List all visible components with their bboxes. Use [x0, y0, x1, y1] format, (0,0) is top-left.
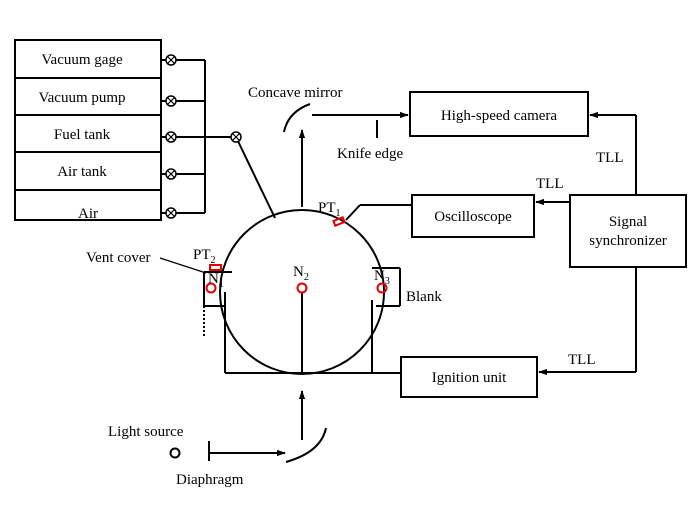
pt1-signal-wire [345, 204, 361, 221]
tll-ignition-label: TLL [568, 352, 596, 368]
light-source-label: Light source [108, 424, 184, 440]
n2-label: N2 [293, 264, 309, 283]
concave-mirror-top-icon [283, 103, 311, 133]
signal-synchronizer-label-line2: synchronizer [589, 233, 666, 249]
pt1-label: PT1 [318, 200, 341, 219]
vent-cover-label: Vent cover [86, 250, 151, 266]
ignition-unit-label: Ignition unit [432, 370, 507, 386]
pressure-transducer-pt1-marker [332, 216, 346, 227]
oscilloscope-label: Oscilloscope [434, 209, 512, 225]
fuel-tank-box: Fuel tank [54, 127, 111, 143]
n3-label: N3 [374, 268, 390, 287]
signal-synchronizer-label-line1: Signal [609, 214, 647, 230]
valve-icon[interactable] [165, 131, 177, 143]
pressure-transducer-pt2-marker [209, 264, 222, 271]
valve-icon[interactable] [165, 95, 177, 107]
signal-synchronizer-box [569, 194, 687, 268]
n1-label: N1 [208, 271, 224, 290]
optical-path: Concave mirror Knife edge Light source D… [108, 85, 409, 488]
valve-icon[interactable] [165, 168, 177, 180]
air-label: Air [78, 206, 98, 222]
instrumentation: High-speed camera Oscilloscope Signal sy… [345, 91, 687, 398]
concave-mirror-bottom-icon [285, 427, 327, 463]
ignition-point-n3-marker [376, 282, 388, 294]
valve-icon[interactable] [230, 131, 242, 143]
valve-icon[interactable] [165, 207, 177, 219]
vessel-inlet-pipe [235, 136, 276, 219]
light-source-icon [169, 447, 181, 459]
vacuum-gage-box: Vacuum gage [41, 52, 123, 68]
sensors: PT1 PT2 N1 N2 N3 [193, 200, 390, 294]
air-tank-box: Air tank [57, 164, 107, 180]
pt2-label: PT2 [193, 247, 216, 266]
knife-edge-label: Knife edge [337, 146, 404, 162]
diaphragm-label: Diaphragm [176, 472, 244, 488]
high-speed-camera-box [409, 91, 589, 137]
vent-cover-leader [159, 257, 207, 274]
high-speed-camera-label: High-speed camera [441, 108, 558, 124]
blank-label: Blank [406, 289, 442, 305]
ignition-point-n1-marker [205, 282, 217, 294]
ignition-unit-box [400, 356, 538, 398]
vacuum-pump-box: Vacuum pump [38, 90, 125, 106]
ignition-point-n2-marker [296, 282, 308, 294]
oscilloscope-box [411, 194, 535, 238]
concave-mirror-label: Concave mirror [248, 85, 343, 101]
valve-icon[interactable] [165, 54, 177, 66]
gas-supply-group: Vacuum gage Vacuum pump Fuel tank Air ta… [14, 39, 276, 222]
tll-camera-label: TLL [596, 150, 624, 166]
tll-oscilloscope-label: TLL [536, 176, 564, 192]
